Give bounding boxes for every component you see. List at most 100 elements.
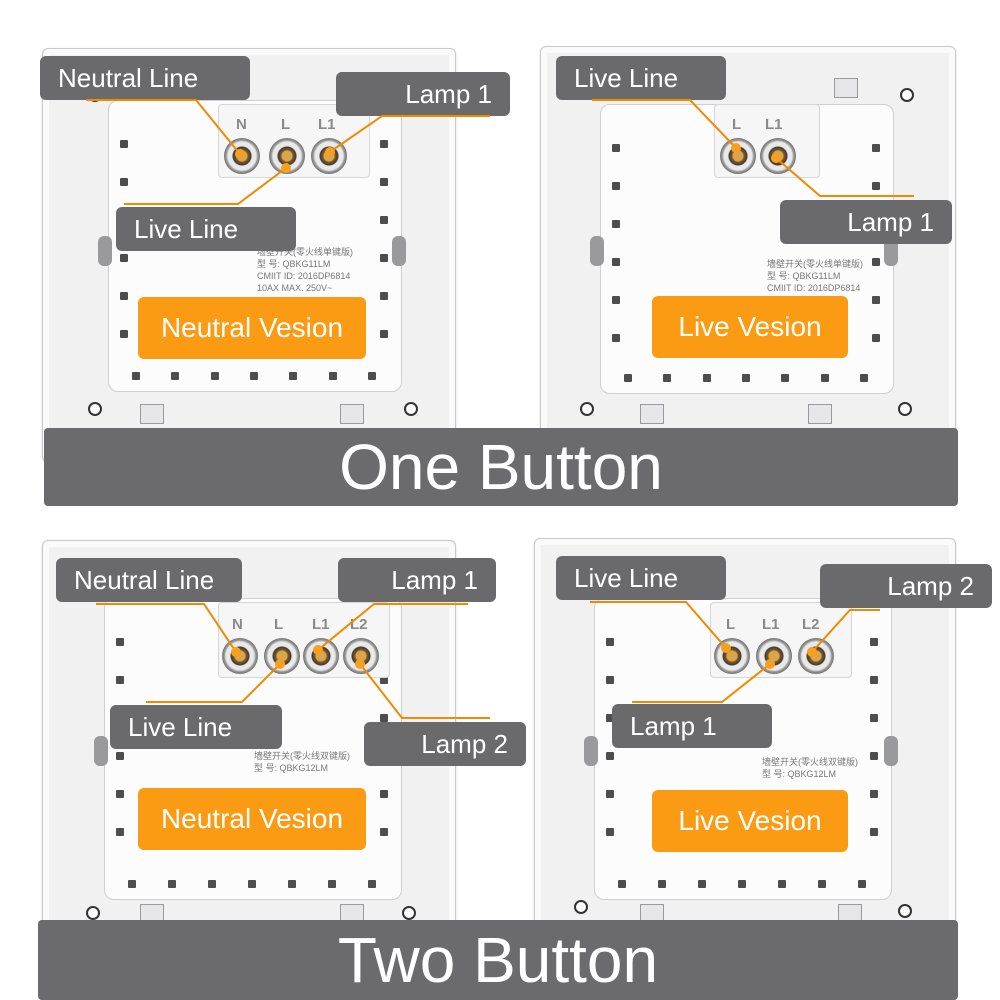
callout-line bbox=[96, 603, 237, 653]
lamp-1-label: Lamp 1 bbox=[612, 704, 772, 748]
vent-hole bbox=[858, 880, 866, 888]
vent-hole bbox=[778, 880, 786, 888]
vent-hole bbox=[210, 372, 219, 380]
vent-hole bbox=[618, 880, 626, 888]
side-clip bbox=[98, 236, 112, 266]
vent-hole bbox=[781, 374, 790, 382]
callout-dot bbox=[731, 143, 741, 153]
screw-hole bbox=[574, 900, 588, 914]
vent-hole bbox=[168, 880, 176, 888]
screw-terminal bbox=[343, 638, 379, 674]
vent-hole bbox=[872, 296, 880, 304]
vent-hole bbox=[870, 638, 878, 646]
version-badge: Live Vesion bbox=[652, 790, 848, 852]
vent-hole bbox=[612, 182, 620, 190]
vent-hole bbox=[380, 330, 388, 338]
callout-dot bbox=[275, 659, 285, 669]
screw-terminal bbox=[222, 638, 258, 674]
callout-line bbox=[317, 603, 468, 651]
model-print: 墙壁开关(零火线双键版)型 号: QBKG12LM bbox=[254, 751, 350, 773]
screw-terminal bbox=[714, 638, 750, 674]
one-button-band: One Button bbox=[44, 428, 958, 506]
terminal-label: L1 bbox=[765, 116, 783, 133]
vent-hole bbox=[872, 182, 880, 190]
vent-hole bbox=[380, 714, 388, 722]
screw-hole bbox=[580, 402, 594, 416]
vent-hole bbox=[328, 880, 336, 888]
vent-hole bbox=[606, 828, 614, 836]
mounting-tab bbox=[340, 404, 364, 424]
callout-dot bbox=[325, 147, 335, 157]
vent-hole bbox=[248, 880, 256, 888]
mounting-tab bbox=[834, 78, 858, 98]
live-line-label: Live Line bbox=[556, 556, 726, 600]
lamp-1-label: Lamp 1 bbox=[338, 558, 496, 602]
vent-hole bbox=[738, 880, 746, 888]
vent-hole bbox=[872, 144, 880, 152]
terminal-label: L bbox=[274, 616, 284, 633]
version-badge: Neutral Vesion bbox=[138, 788, 366, 850]
callout-line bbox=[86, 99, 241, 155]
screw-hole bbox=[898, 402, 912, 416]
screw-hole bbox=[900, 88, 914, 102]
vent-hole bbox=[132, 372, 140, 380]
vent-hole bbox=[870, 714, 878, 722]
vent-hole bbox=[120, 254, 128, 262]
vent-hole bbox=[288, 880, 296, 888]
vent-hole bbox=[208, 880, 216, 888]
screw-hole bbox=[404, 402, 418, 416]
terminal-label: L bbox=[726, 616, 736, 633]
vent-hole bbox=[120, 178, 128, 186]
screw-hole bbox=[898, 904, 912, 918]
mounting-tab bbox=[640, 404, 664, 424]
vent-hole bbox=[872, 258, 880, 266]
screw-terminal bbox=[303, 638, 339, 674]
callout-dot bbox=[231, 647, 241, 657]
version-badge: Live Vesion bbox=[652, 296, 848, 358]
lamp-2-label: Lamp 2 bbox=[820, 564, 992, 608]
vent-hole bbox=[818, 880, 826, 888]
vent-hole bbox=[872, 334, 880, 342]
vent-hole bbox=[380, 178, 388, 186]
vent-hole bbox=[116, 790, 124, 798]
vent-hole bbox=[870, 828, 878, 836]
vent-hole bbox=[606, 752, 614, 760]
vent-hole bbox=[606, 676, 614, 684]
callout-dot bbox=[355, 659, 365, 669]
screw-hole bbox=[402, 906, 416, 920]
terminal-label: L bbox=[281, 116, 291, 133]
vent-hole bbox=[870, 676, 878, 684]
callout-line bbox=[124, 167, 287, 205]
vent-hole bbox=[380, 292, 388, 300]
callout-dot bbox=[807, 647, 817, 657]
vent-hole bbox=[658, 880, 666, 888]
side-clip bbox=[584, 736, 598, 766]
lamp-1-label: Lamp 1 bbox=[780, 200, 952, 244]
callout-line bbox=[632, 663, 771, 703]
vent-hole bbox=[116, 676, 124, 684]
mounting-tab bbox=[808, 404, 832, 424]
callout-dot bbox=[765, 659, 775, 669]
vent-hole bbox=[606, 790, 614, 798]
vent-hole bbox=[702, 374, 711, 382]
terminal-label: L1 bbox=[762, 616, 780, 633]
vent-hole bbox=[870, 752, 878, 760]
side-clip bbox=[590, 236, 604, 266]
vent-hole bbox=[663, 374, 672, 382]
callout-dot bbox=[313, 645, 323, 655]
vent-hole bbox=[624, 374, 632, 382]
callout-dot bbox=[771, 153, 781, 163]
vent-hole bbox=[606, 714, 614, 722]
terminal-label: N bbox=[232, 616, 243, 633]
vent-hole bbox=[289, 372, 298, 380]
callout-line bbox=[775, 157, 914, 197]
side-clip bbox=[884, 736, 898, 766]
screw-hole bbox=[86, 906, 100, 920]
vent-hole bbox=[380, 790, 388, 798]
side-clip bbox=[94, 736, 108, 766]
vent-hole bbox=[116, 828, 124, 836]
screw-terminal bbox=[760, 138, 796, 174]
vent-hole bbox=[368, 880, 376, 888]
